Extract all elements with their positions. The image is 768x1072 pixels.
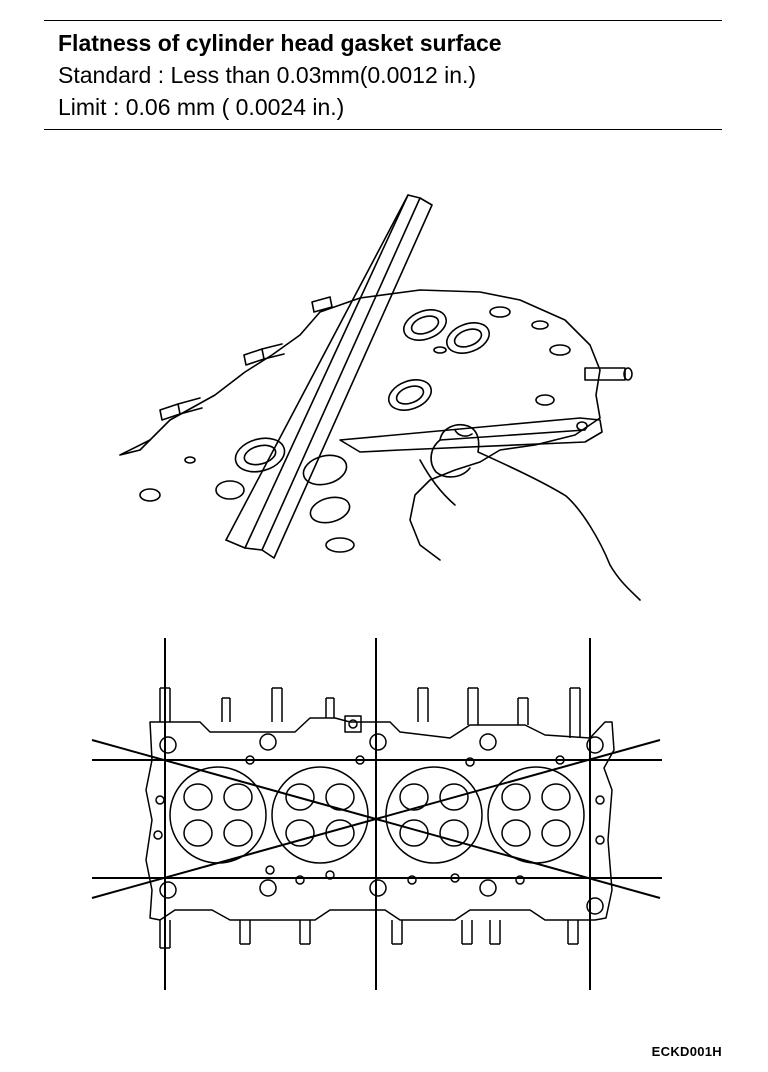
combustion-chamber-2	[271, 766, 369, 864]
standard-spec: Standard : Less than 0.03mm(0.0012 in.)	[58, 62, 477, 88]
valve-port	[402, 309, 448, 341]
header-bottom-rule	[44, 129, 722, 130]
combustion-chamber-3	[385, 766, 483, 864]
combustion-chamber-4	[487, 766, 585, 864]
figure-code: ECKD001H	[651, 1044, 722, 1059]
limit-spec: Limit : 0.06 mm ( 0.0024 in.)	[58, 94, 345, 120]
feeler-gauge	[339, 417, 603, 453]
stud-top	[311, 296, 333, 313]
cylinder-head-outline	[139, 289, 601, 561]
spec-title: Flatness of cylinder head gasket surface	[58, 30, 502, 56]
combustion-chamber-1	[169, 766, 267, 864]
header-top-rule	[44, 20, 722, 21]
hand	[439, 424, 641, 601]
measure-line-diagonal-2	[91, 739, 661, 899]
head-outline	[145, 717, 615, 921]
